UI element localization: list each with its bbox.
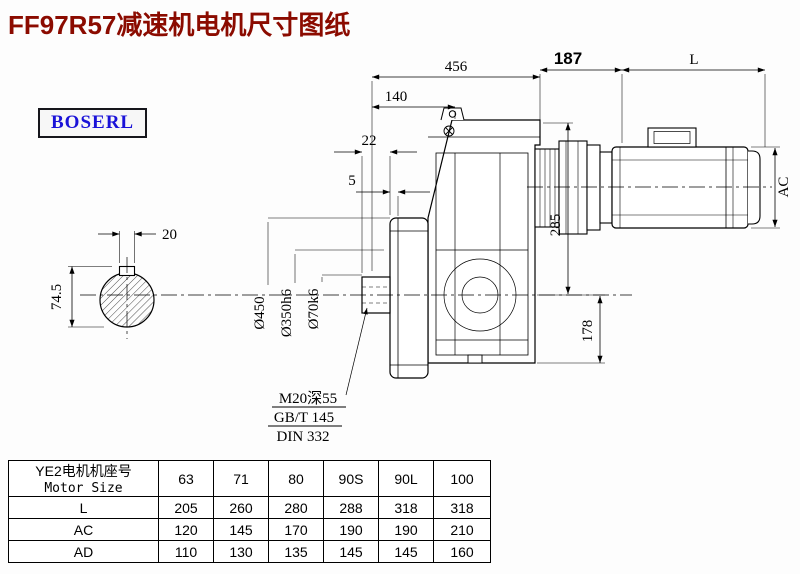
dim-22: 22: [362, 133, 377, 149]
table-row-AD: AD 110 130 135 145 145 160: [8, 540, 491, 563]
page-title: FF97R57减速机电机尺寸图纸: [8, 10, 351, 40]
table-cell: 145: [323, 540, 379, 563]
drain-plug: [467, 354, 483, 364]
breather-plug-icon: [443, 125, 455, 137]
table-cell: 170: [268, 518, 324, 541]
dim-456: 456: [445, 59, 468, 75]
table-cell: 210: [433, 518, 491, 541]
table-cell: 190: [323, 518, 379, 541]
table-cell: 318: [378, 496, 434, 519]
header-size-90l: 90L: [378, 460, 434, 497]
dimension-table: YE2电机机座号 Motor Size 63 71 80 90S 90L 100…: [8, 460, 491, 563]
standard-din: DIN 332: [277, 429, 330, 445]
dim-140: 140: [385, 89, 408, 105]
table-cell: 135: [268, 540, 324, 563]
row-label: AC: [8, 518, 159, 541]
dia-450-label: Ø450: [252, 296, 268, 329]
header-size-63: 63: [158, 460, 214, 497]
terminal-box: [647, 127, 697, 148]
lug-hole: [448, 110, 457, 118]
table-cell: 205: [158, 496, 214, 519]
mounting-flange: [389, 217, 429, 379]
header-size-80: 80: [268, 460, 324, 497]
thread-note: M20深55: [279, 390, 337, 407]
table-cell: 288: [323, 496, 379, 519]
dim-187: 187: [554, 49, 582, 68]
gearbox-side-view: [361, 107, 541, 379]
table-cell: 130: [213, 540, 269, 563]
table-cell: 110: [158, 540, 214, 563]
standard-gbt: GB/T 145: [274, 410, 334, 426]
dim-285: 285: [548, 214, 564, 237]
dim-L: L: [689, 52, 698, 68]
table-row-L: L 205 260 280 288 318 318: [8, 496, 491, 519]
table-cell: 190: [378, 518, 434, 541]
table-cell: 145: [378, 540, 434, 563]
motor-body: [611, 146, 749, 229]
lifting-lug: [440, 107, 465, 121]
motor: [534, 127, 761, 235]
table-cell: 280: [268, 496, 324, 519]
dia-70-label: Ø70k6: [306, 288, 322, 329]
row-label: L: [8, 496, 159, 519]
table-row-AC: AC 120 145 170 190 190 210: [8, 518, 491, 541]
dim-74-5: 74.5: [49, 284, 65, 310]
header-en: Motor Size: [44, 481, 123, 496]
table-cell: 318: [433, 496, 491, 519]
dim-AC: AC: [776, 177, 792, 198]
table-header-row: YE2电机机座号 Motor Size 63 71 80 90S 90L 100: [8, 460, 491, 497]
dim-20: 20: [162, 227, 177, 243]
dimension-labels: 456 187 L 140 22 5 285 178 AC 20 74.5 Ø4…: [49, 49, 792, 445]
fan-cover: [748, 150, 761, 225]
dim-5: 5: [348, 173, 356, 189]
table-cell: 160: [433, 540, 491, 563]
header-cn: YE2电机机座号: [35, 463, 132, 479]
header-size-71: 71: [213, 460, 269, 497]
header-cell-motor-size: YE2电机机座号 Motor Size: [8, 460, 159, 497]
table-cell: 145: [213, 518, 269, 541]
row-label: AD: [8, 540, 159, 563]
header-size-100: 100: [433, 460, 491, 497]
brand-logo: BOSERL: [38, 108, 148, 138]
table-cell: 260: [213, 496, 269, 519]
dimension-lines: [68, 67, 780, 427]
header-size-90s: 90S: [323, 460, 379, 497]
dimension-drawing: 456 187 L 140 22 5 285 178 AC 20 74.5 Ø4…: [49, 49, 792, 445]
dia-350-label: Ø350h6: [279, 288, 295, 337]
dim-178: 178: [580, 320, 596, 343]
table-cell: 120: [158, 518, 214, 541]
